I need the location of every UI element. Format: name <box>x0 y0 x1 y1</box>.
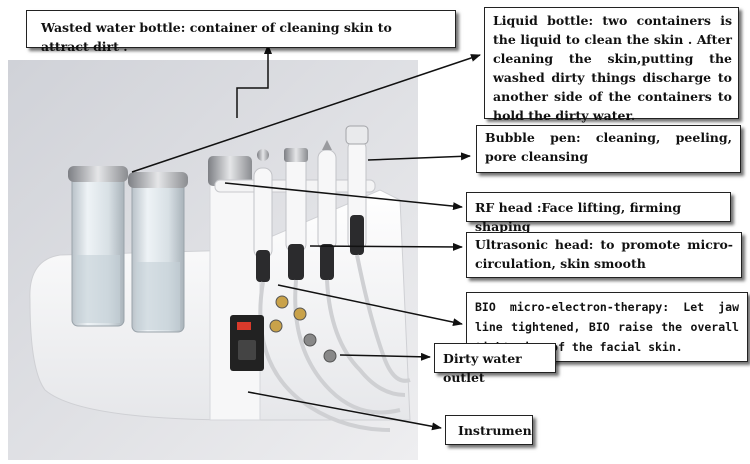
label-ultrasonic-head: Ultrasonic head: to promote micro-circul… <box>466 232 742 278</box>
label-text: Instrumen <box>458 423 532 438</box>
leader-lines <box>131 44 481 431</box>
label-instrument: Instrumen <box>445 415 533 445</box>
handpiece-rf <box>253 149 273 282</box>
label-liquid-bottle: Liquid bottle: two containers is the liq… <box>484 7 739 123</box>
label-text: Liquid bottle: two containers is the liq… <box>493 13 732 123</box>
label-bubble-pen: Bubble pen: cleaning, peeling, pore clea… <box>476 125 741 173</box>
label-text: RF head :Face lifting, firming shaping <box>475 200 682 234</box>
bottle-right <box>128 172 188 333</box>
bottle-back <box>208 156 252 186</box>
handpiece-bubble <box>345 125 369 255</box>
handpiece-ultrasonic <box>284 148 308 280</box>
power-socket <box>230 315 264 371</box>
label-text: Ultrasonic head: to promote micro-circul… <box>475 237 733 271</box>
handpiece-bio <box>317 140 337 280</box>
label-wasted-water-bottle: Wasted water bottle: container of cleani… <box>26 10 456 54</box>
label-text: Wasted water bottle: container of cleani… <box>41 20 392 54</box>
bottle-left <box>68 166 128 327</box>
label-text: Bubble pen: cleaning, peeling, pore clea… <box>485 130 732 164</box>
label-rf-head: RF head :Face lifting, firming shaping <box>466 192 731 234</box>
front-ports <box>269 295 337 363</box>
label-text: Dirty water outlet <box>443 351 522 385</box>
label-dirty-water-outlet: Dirty water outlet <box>434 343 556 385</box>
